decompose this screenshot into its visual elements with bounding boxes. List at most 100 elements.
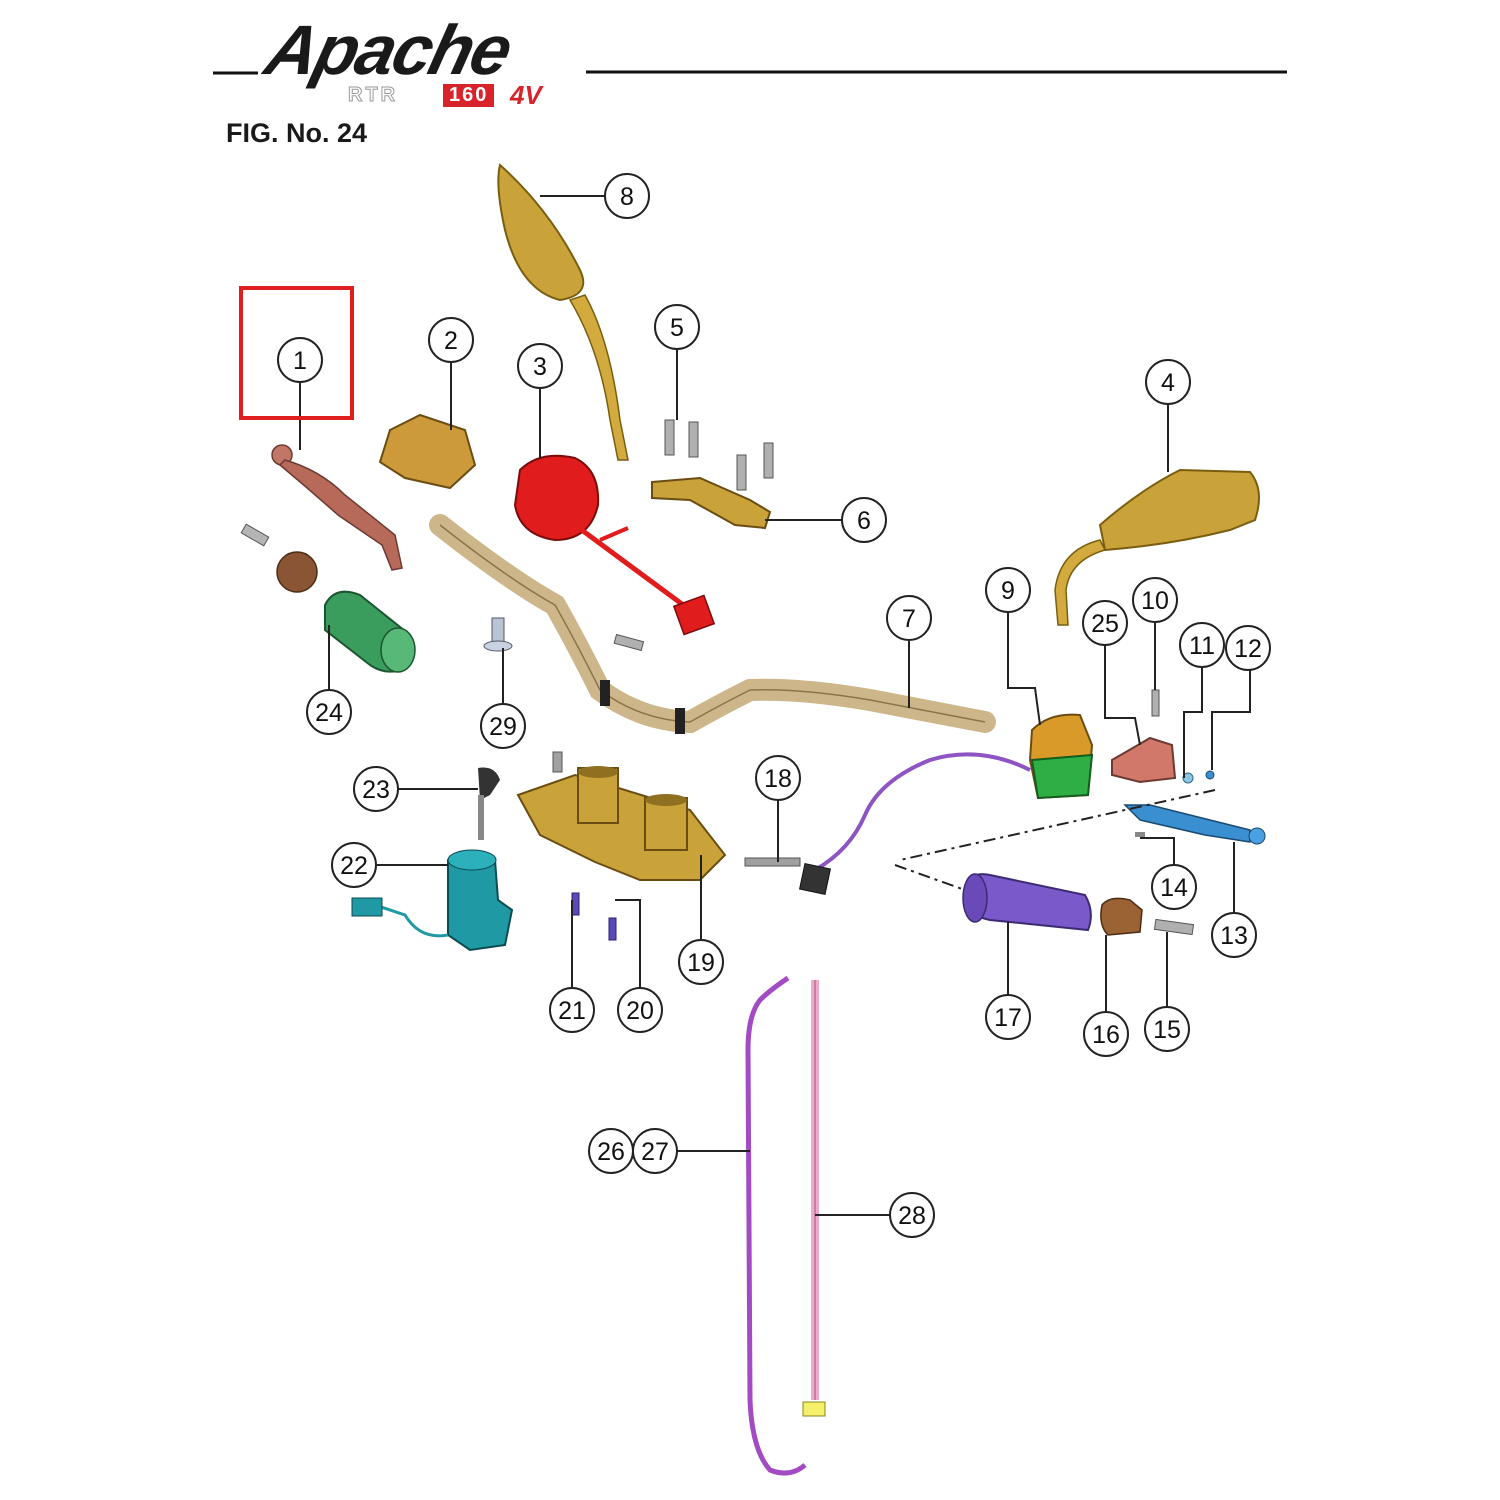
svg-text:17: 17: [994, 1004, 1022, 1032]
callout-13: 13: [1211, 912, 1257, 958]
svg-text:15: 15: [1153, 1016, 1181, 1044]
brake-lever-part: [1123, 804, 1266, 845]
svg-text:26: 26: [597, 1138, 625, 1166]
triple-clamp-part: [516, 766, 727, 881]
callout-2: 2: [428, 317, 474, 363]
callout-26: 26: [588, 1128, 634, 1174]
svg-text:13: 13: [1220, 922, 1248, 950]
bolt-18-part: [744, 857, 801, 867]
assembly-line-a: [899, 789, 1216, 861]
callout-15: 15: [1144, 1006, 1190, 1052]
callout-9: 9: [985, 567, 1031, 613]
callout-24: 24: [306, 689, 352, 735]
bolt-15-part: [1153, 918, 1195, 936]
callout-8: 8: [604, 173, 650, 219]
svg-text:7: 7: [902, 605, 916, 633]
left-grip-part: [324, 590, 416, 673]
figure-label: FIG. No. 24: [226, 118, 368, 148]
right-bar-end-part: [1100, 897, 1143, 936]
screw-21-part: [571, 892, 580, 916]
master-cylinder-part: [378, 413, 477, 490]
svg-text:23: 23: [362, 776, 390, 804]
svg-text:14: 14: [1160, 874, 1188, 902]
lever-bracket-part: [1111, 736, 1177, 784]
svg-text:8: 8: [620, 183, 634, 211]
screw-20-part: [608, 917, 617, 941]
svg-text:19: 19: [687, 949, 715, 977]
bolt-left-part: [240, 523, 270, 547]
callout-27: 27: [632, 1128, 678, 1174]
svg-text:29: 29: [489, 713, 517, 741]
svg-text:4: 4: [1161, 369, 1175, 397]
callout-1: 1: [277, 337, 323, 383]
callout-29: 29: [480, 703, 526, 749]
svg-text:21: 21: [558, 997, 586, 1025]
right-mirror-part: [1054, 468, 1260, 626]
left-switch-part: [513, 454, 716, 636]
callout-20: 20: [617, 987, 663, 1033]
clamp-bolts-part: [664, 419, 774, 491]
right-grip-part: [962, 873, 1092, 932]
clip-part: [798, 862, 832, 896]
handlebar-part: [429, 514, 996, 734]
model-prefix: RTR: [347, 84, 399, 107]
bolt-10-part: [1151, 689, 1160, 717]
svg-text:22: 22: [340, 852, 368, 880]
svg-text:3: 3: [533, 353, 547, 381]
left-mirror-part: [497, 163, 629, 461]
callout-19: 19: [678, 939, 724, 985]
callout-17: 17: [985, 994, 1031, 1040]
nut-12-part: [1205, 770, 1215, 780]
callout-5: 5: [654, 304, 700, 350]
key-part: [478, 767, 500, 840]
leader-lines: [299, 195, 1251, 1216]
callout-6: 6: [841, 497, 887, 543]
clutch-cable-part: [802, 980, 826, 1417]
upper-clamp-part: [651, 476, 772, 530]
svg-text:10: 10: [1141, 587, 1169, 615]
svg-text:12: 12: [1234, 635, 1262, 663]
callout-12: 12: [1225, 625, 1271, 671]
model-suffix: 4V: [510, 80, 542, 110]
pin-part: [483, 617, 513, 652]
right-switch-part: [1028, 713, 1094, 800]
left-bar-end-part: [276, 551, 318, 593]
bolt-mid-part: [613, 633, 645, 652]
callout-10: 10: [1132, 577, 1178, 623]
callout-7: 7: [886, 595, 932, 641]
throttle-wire-part: [814, 752, 1031, 872]
callout-16: 16: [1083, 1011, 1129, 1057]
clutch-lever-part: [271, 444, 403, 571]
svg-text:24: 24: [315, 699, 343, 727]
ignition-switch-part: [351, 849, 514, 952]
callout-23: 23: [353, 766, 399, 812]
callout-4: 4: [1145, 359, 1191, 405]
highlight-box: [239, 286, 354, 420]
svg-text:18: 18: [764, 765, 792, 793]
model-number: 160: [443, 84, 495, 107]
throttle-cable-part: [745, 975, 807, 1476]
callout-3: 3: [517, 343, 563, 389]
svg-text:27: 27: [641, 1138, 669, 1166]
svg-text:16: 16: [1092, 1021, 1120, 1049]
svg-text:6: 6: [857, 507, 871, 535]
callout-22: 22: [331, 842, 377, 888]
callout-18: 18: [755, 755, 801, 801]
assembly-line-b: [894, 864, 966, 891]
svg-text:28: 28: [898, 1202, 926, 1230]
callout-11: 11: [1179, 622, 1225, 668]
svg-text:20: 20: [626, 997, 654, 1025]
svg-text:2: 2: [444, 327, 458, 355]
callout-14: 14: [1151, 864, 1197, 910]
bolt-top-part: [552, 751, 563, 773]
svg-text:5: 5: [670, 314, 684, 342]
callout-28: 28: [889, 1192, 935, 1238]
svg-text:9: 9: [1001, 577, 1015, 605]
callout-25: 25: [1082, 600, 1128, 646]
svg-text:1: 1: [293, 347, 307, 375]
callout-21: 21: [549, 987, 595, 1033]
svg-text:25: 25: [1091, 610, 1119, 638]
svg-text:11: 11: [1189, 632, 1215, 660]
